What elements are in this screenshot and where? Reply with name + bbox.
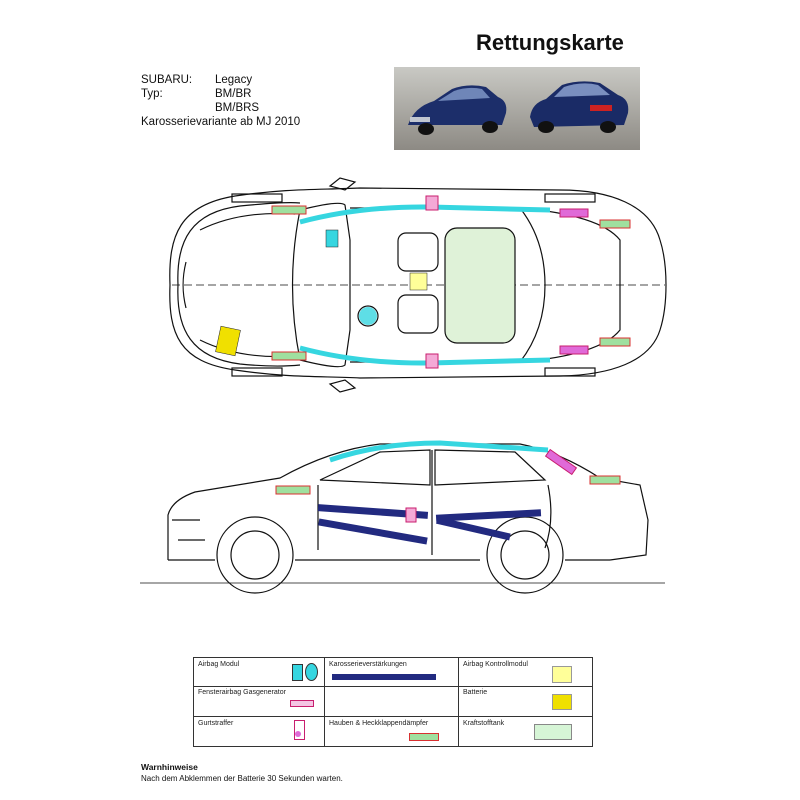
legend-battery: Batterie xyxy=(463,689,488,696)
car-photo-rear xyxy=(530,81,629,133)
type-label: Typ: xyxy=(141,88,163,100)
make-label: SUBARU: xyxy=(141,74,193,86)
fuel-tank-icon xyxy=(534,724,572,740)
side-view-body xyxy=(140,443,665,594)
legend-hood-damper: Hauben & Heckklappendämpfer xyxy=(329,720,429,727)
warning-section: Warnhinweise Nach dem Abklemmen der Batt… xyxy=(141,762,343,784)
legend-fuel-tank: Kraftstofftank xyxy=(463,720,505,727)
car-photo-front xyxy=(408,85,507,135)
battery-icon xyxy=(552,694,572,710)
legend-body-reinforcement: Karosserieverstärkungen xyxy=(329,661,407,668)
warning-text: Nach dem Abklemmen der Batterie 30 Sekun… xyxy=(141,774,343,783)
reinforcement-icon xyxy=(332,674,436,680)
airbag-module-icon xyxy=(292,664,303,681)
type-value-1: BM/BR xyxy=(215,88,252,100)
belt-tensioner-icon xyxy=(294,720,305,740)
legend-airbag-control: Airbag Kontrollmodul xyxy=(463,661,528,668)
legend-belt-tensioner: Gurtstraffer xyxy=(198,720,234,727)
page-title: Rettungskarte xyxy=(476,30,624,55)
warning-heading: Warnhinweise xyxy=(141,762,198,772)
legend-window-airbag: Fensterairbag Gasgenerator xyxy=(198,689,286,696)
body-variant: Karosserievariante ab MJ 2010 xyxy=(141,116,301,128)
hood-damper-icon xyxy=(409,733,439,741)
type-value-2: BM/BRS xyxy=(215,102,260,114)
legend-table: Airbag Modul Karosserieverstärkungen Air… xyxy=(193,657,593,747)
legend-airbag-module: Airbag Modul xyxy=(198,661,240,668)
make-value: Legacy xyxy=(215,74,253,86)
vehicle-info: SUBARU: Legacy Typ: BM/BR BM/BRS Karosseri… xyxy=(141,73,300,129)
airbag-round-icon xyxy=(305,663,318,681)
top-view-components xyxy=(215,195,631,369)
vehicle-photos xyxy=(394,67,640,150)
window-airbag-icon xyxy=(290,700,314,707)
control-module-icon xyxy=(552,666,572,683)
side-view-components xyxy=(275,440,621,545)
top-view-body xyxy=(169,177,667,393)
